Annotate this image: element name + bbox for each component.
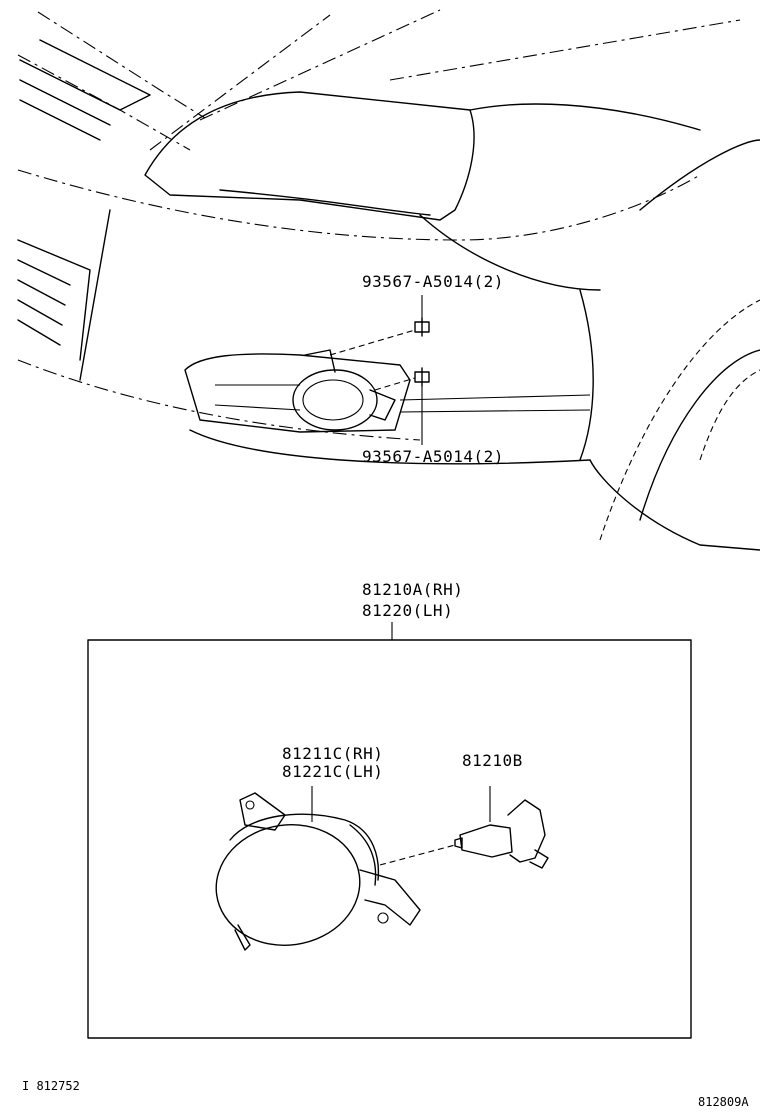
fog-lamp-unit — [215, 786, 421, 951]
assembly-lh-label: 81220(LH) — [362, 601, 453, 620]
screw-lower-icon — [414, 367, 430, 387]
vehicle-body — [17, 9, 760, 551]
assembly-rh-label: 81210A(RH) — [362, 580, 463, 599]
screw-upper-label: 93567-A5014(2) — [362, 272, 504, 291]
bulb-icon — [454, 786, 549, 869]
reference-code-right: 812809A — [698, 1095, 749, 1109]
bulb-insert-line — [379, 844, 456, 866]
bulb-label: 81210B — [462, 751, 523, 770]
lamp-unit-rh-label: 81211C(RH) — [282, 744, 383, 763]
assembly-box — [87, 639, 692, 1039]
lamp-unit-lh-label: 81221C(LH) — [282, 762, 383, 781]
screw-lower-label: 93567-A5014(2) — [362, 447, 504, 466]
reference-code-left: I 812752 — [22, 1079, 80, 1093]
